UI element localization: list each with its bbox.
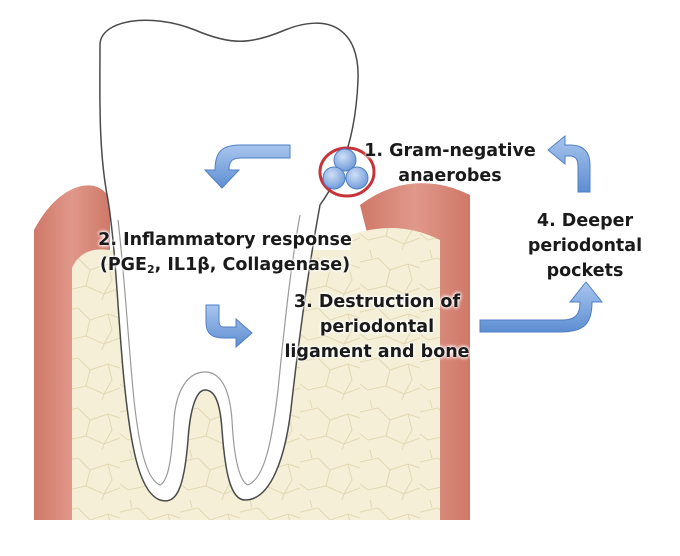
alveolar-bone xyxy=(72,249,110,520)
tooth-pulp xyxy=(117,214,301,486)
step-4-label: 4. Deeper periodontal pockets xyxy=(520,209,650,284)
curved-arrow-icon xyxy=(479,281,604,333)
step-1-line-1: 1. Gram-negative xyxy=(364,141,536,161)
step-3-line-1: 3. Destruction of xyxy=(293,292,461,312)
step-1-label: 1. Gram-negative anaerobes xyxy=(350,139,550,189)
step-2-line-2-sub: 2 xyxy=(147,263,155,276)
step-4-line-2: periodontal xyxy=(527,236,643,256)
step-2-line-2-post: , IL1β, Collagenase) xyxy=(154,255,351,275)
curved-arrow-icon xyxy=(547,134,591,193)
step-4-line-1: 4. Deeper xyxy=(536,211,634,231)
step-3-line-2: periodontal xyxy=(319,317,435,337)
tooth-outline xyxy=(99,19,359,502)
step-3-line-3: ligament and bone xyxy=(284,342,470,362)
curved-arrow-icon xyxy=(203,144,291,189)
step-1-line-2: anaerobes xyxy=(398,166,502,186)
step-2-line-1: 2. Inflammatory response xyxy=(98,230,352,250)
alveolar-bone-right xyxy=(350,228,440,520)
step-2-label: 2. Inflammatory response (PGE2, IL1β, Co… xyxy=(82,228,368,278)
step-3-label: 3. Destruction of periodontal ligament a… xyxy=(272,290,482,365)
curved-arrow-icon xyxy=(205,304,253,349)
step-2-line-2: (PGE2, IL1β, Collagenase) xyxy=(82,253,368,278)
bacteria-cluster-icon xyxy=(318,146,376,198)
step-2-line-2-pre: (PGE xyxy=(99,255,148,275)
step-4-line-3: pockets xyxy=(546,261,624,281)
